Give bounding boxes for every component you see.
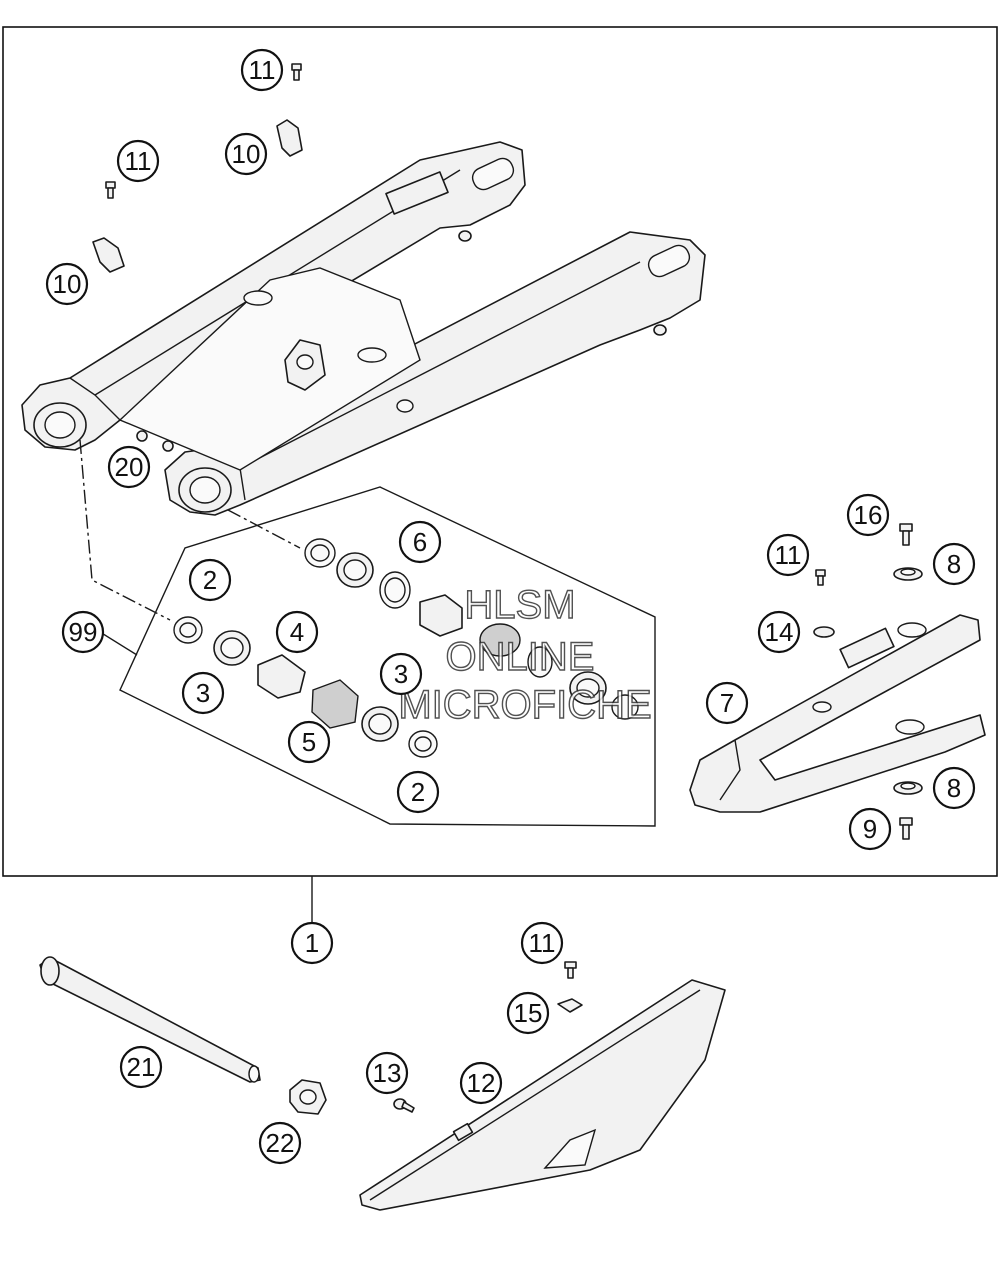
callout-15: 15 — [506, 991, 550, 1035]
screw-13 — [393, 1098, 415, 1113]
watermark-line-1: HLSM — [464, 583, 575, 627]
callout-12: 12 — [459, 1061, 503, 1105]
callout-11b: 11 — [116, 139, 160, 183]
callout-10b: 10 — [45, 262, 89, 306]
pivot-shaft — [39, 956, 261, 1083]
chain-slider — [689, 614, 986, 813]
svg-text:11: 11 — [529, 928, 556, 958]
svg-text:13: 13 — [373, 1058, 402, 1088]
pivot-kit-outline — [119, 486, 656, 827]
svg-text:3: 3 — [196, 678, 210, 708]
pivot-axis-right — [227, 509, 301, 549]
svg-text:11: 11 — [775, 540, 802, 570]
callout-7: 7 — [705, 681, 749, 725]
svg-text:4: 4 — [290, 617, 304, 647]
watermark: HLSM ONLINE MICROFICHE — [398, 582, 653, 727]
callout-16: 16 — [846, 493, 890, 537]
callout-21: 21 — [119, 1045, 163, 1089]
bolt-11-top — [291, 63, 302, 81]
svg-text:99: 99 — [69, 617, 98, 647]
svg-text:11: 11 — [125, 146, 152, 176]
chain-guard — [359, 979, 726, 1211]
svg-text:2: 2 — [203, 565, 217, 595]
callout-22: 22 — [258, 1121, 302, 1165]
callout-5: 5 — [287, 720, 331, 764]
slider-hardware — [813, 523, 923, 840]
clip-upper — [276, 119, 303, 157]
watermark-line-3: MICROFICHE — [398, 683, 651, 727]
pivot-parts — [173, 538, 639, 758]
callout-2b: 2 — [396, 770, 440, 814]
callout-10a: 10 — [224, 132, 268, 176]
swingarm — [21, 141, 706, 516]
callout-8b: 8 — [932, 766, 976, 810]
svg-text:1: 1 — [305, 928, 319, 958]
svg-text:22: 22 — [266, 1128, 295, 1158]
svg-text:2: 2 — [411, 777, 425, 807]
svg-text:6: 6 — [413, 527, 427, 557]
svg-text:9: 9 — [863, 814, 877, 844]
callout-99: 99 — [61, 610, 105, 654]
watermark-line-2: ONLINE — [446, 635, 595, 679]
callout-20: 20 — [107, 445, 151, 489]
svg-text:20: 20 — [115, 452, 144, 482]
svg-text:8: 8 — [947, 549, 961, 579]
pivot-nut — [289, 1079, 327, 1115]
svg-text:10: 10 — [53, 269, 82, 299]
callout-11c: 11 — [766, 533, 810, 577]
svg-text:5: 5 — [302, 727, 316, 757]
callout-3a: 3 — [181, 671, 225, 715]
callout-3b: 3 — [379, 652, 423, 696]
callout-11a: 11 — [240, 48, 284, 92]
bolt-11-left — [105, 181, 116, 199]
svg-text:7: 7 — [720, 688, 734, 718]
svg-text:11: 11 — [249, 55, 276, 85]
svg-text:15: 15 — [514, 998, 543, 1028]
callout-11d: 11 — [520, 921, 564, 965]
svg-text:14: 14 — [765, 617, 794, 647]
svg-text:10: 10 — [232, 139, 261, 169]
svg-text:12: 12 — [467, 1068, 496, 1098]
svg-text:8: 8 — [947, 773, 961, 803]
svg-text:3: 3 — [394, 659, 408, 689]
svg-text:16: 16 — [854, 500, 883, 530]
clip-lower — [92, 237, 125, 273]
callout-6: 6 — [398, 520, 442, 564]
callout-13: 13 — [365, 1051, 409, 1095]
svg-text:21: 21 — [127, 1052, 156, 1082]
assembly-frame — [2, 26, 998, 877]
guard-hardware — [557, 961, 583, 1013]
leader-99 — [99, 631, 138, 656]
callout-14: 14 — [757, 610, 801, 654]
callout-9: 9 — [848, 807, 892, 851]
callout-2a: 2 — [188, 558, 232, 602]
callout-1: 1 — [290, 921, 334, 965]
callout-4: 4 — [275, 610, 319, 654]
callout-8a: 8 — [932, 542, 976, 586]
